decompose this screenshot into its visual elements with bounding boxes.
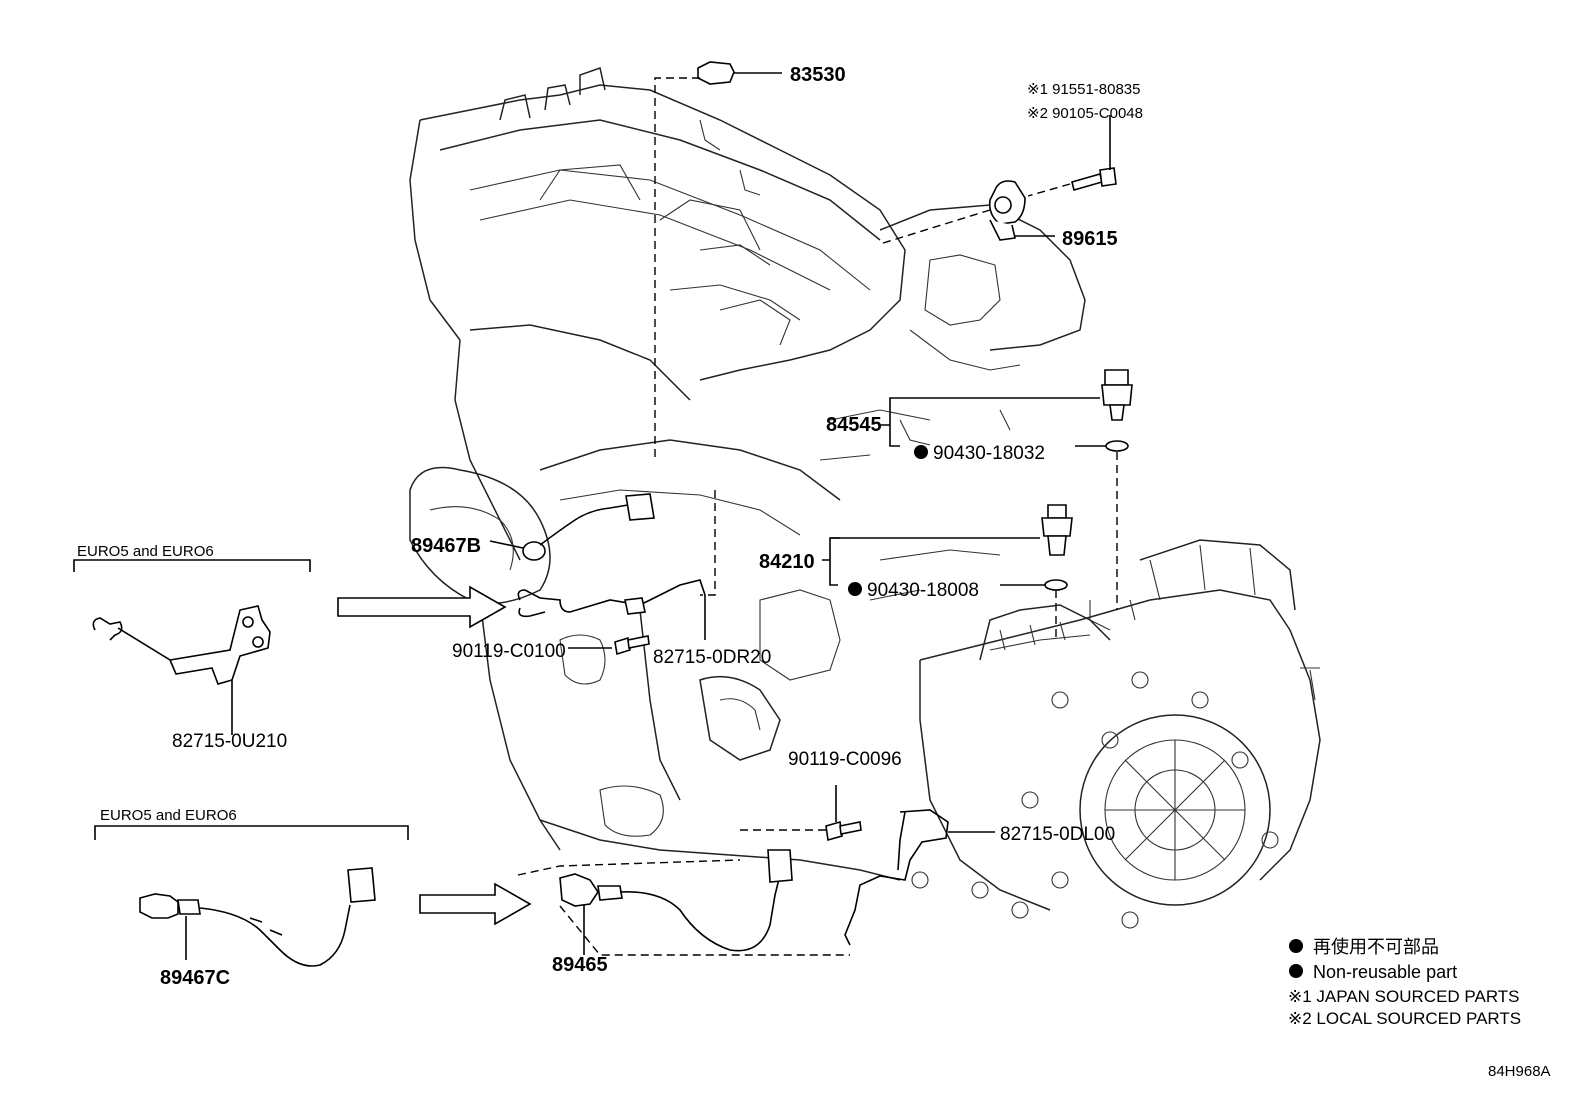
part-84210-graphic bbox=[822, 504, 1073, 640]
part-84545-graphic bbox=[880, 369, 1133, 610]
label-90430-18032: 90430-18032 bbox=[933, 443, 1045, 464]
label-89467c: 89467C bbox=[160, 967, 230, 989]
engine-illustration bbox=[409, 67, 1321, 929]
part-89615-graphic bbox=[879, 115, 1117, 245]
inset-upper-graphic bbox=[73, 559, 311, 735]
non-reusable-marker-90430-18008 bbox=[848, 582, 862, 596]
non-reusable-marker-90430-18032 bbox=[914, 445, 928, 459]
label-90119-c0100: 90119-C0100 bbox=[452, 641, 566, 662]
legend-bullet-en bbox=[1289, 964, 1303, 978]
figure-id: 84H968A bbox=[1488, 1063, 1551, 1080]
part-82715-0dl00-graphic bbox=[844, 809, 995, 946]
legend: 再使用不可部品 Non-reusable part ※1 JAPAN SOURC… bbox=[1288, 937, 1521, 1028]
group-label-euro-lower: EURO5 and EURO6 bbox=[100, 807, 237, 824]
arrow-upper-graphic bbox=[337, 585, 507, 629]
label-82715-0u210: 82715-0U210 bbox=[172, 731, 287, 752]
label-84545: 84545 bbox=[826, 414, 882, 436]
label-84210: 84210 bbox=[759, 551, 815, 573]
label-82715-0dr20: 82715-0DR20 bbox=[653, 647, 771, 668]
part-83530-graphic bbox=[654, 61, 782, 460]
label-89465: 89465 bbox=[552, 954, 608, 976]
legend-note-1: ※1 JAPAN SOURCED PARTS bbox=[1288, 987, 1520, 1006]
label-91551-80835: ※1 91551-80835 bbox=[1027, 81, 1141, 98]
part-89467b-graphic bbox=[489, 490, 716, 596]
legend-note-2: ※2 LOCAL SOURCED PARTS bbox=[1288, 1009, 1521, 1028]
label-90430-18008: 90430-18008 bbox=[867, 580, 979, 601]
label-89615: 89615 bbox=[1062, 228, 1118, 250]
label-89467b: 89467B bbox=[411, 535, 481, 557]
label-83530: 83530 bbox=[790, 64, 846, 86]
legend-bullet-jp bbox=[1289, 939, 1303, 953]
group-label-euro-upper: EURO5 and EURO6 bbox=[77, 543, 214, 560]
label-82715-0dl00: 82715-0DL00 bbox=[1000, 824, 1115, 845]
inset-lower-graphic bbox=[94, 825, 409, 967]
part-82715-0dr20-graphic bbox=[517, 579, 706, 640]
label-90119-c0096: 90119-C0096 bbox=[788, 749, 902, 770]
legend-non-reusable-jp: 再使用不可部品 bbox=[1313, 937, 1439, 957]
legend-non-reusable-en: Non-reusable part bbox=[1313, 962, 1457, 982]
part-90119-c0100-graphic bbox=[568, 635, 650, 656]
part-90119-c0096-graphic bbox=[740, 785, 862, 842]
label-90105-c0048: ※2 90105-C0048 bbox=[1027, 105, 1143, 122]
part-89465-graphic bbox=[517, 849, 850, 956]
arrow-lower-graphic bbox=[419, 882, 532, 926]
